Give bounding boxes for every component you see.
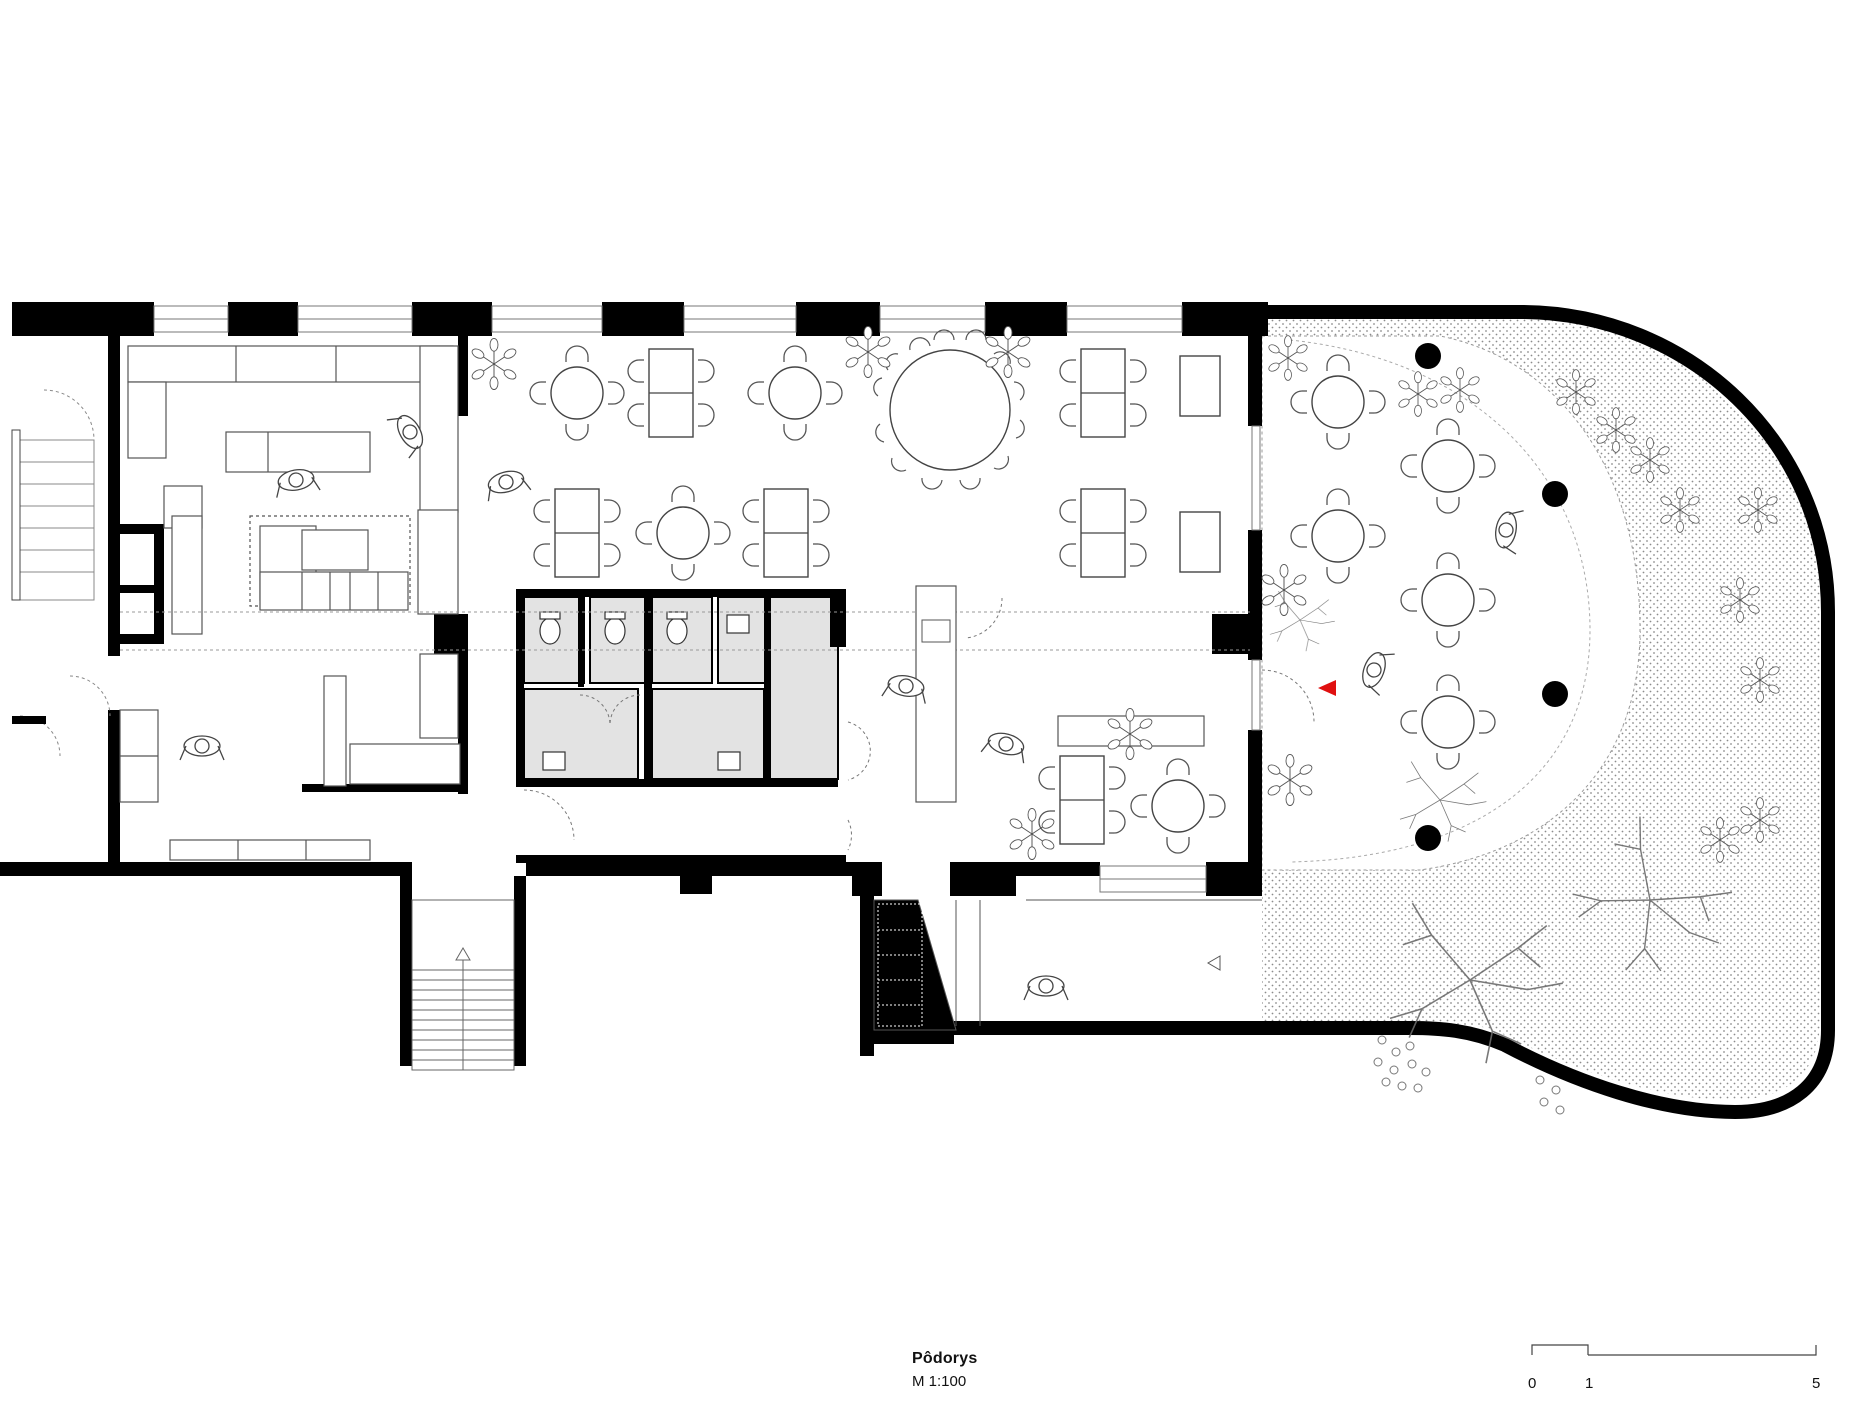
drawing-title: Pôdorys [912, 1350, 978, 1367]
terrace-curved-wall [950, 305, 1835, 1120]
ground-dots [1373, 1035, 1565, 1115]
scale-label-5: 5 [1812, 1375, 1821, 1392]
entrance-marker [1318, 680, 1336, 696]
terrace-columns [1415, 343, 1568, 851]
scale-label-0: 0 [1528, 1375, 1537, 1392]
drawing-caption: Pôdorys M 1:100 [912, 1350, 977, 1390]
cafe-tables [530, 329, 1495, 853]
scale-bar [1531, 1344, 1817, 1356]
building-walls [0, 302, 1268, 1066]
drawing-scale: M 1:100 [912, 1373, 967, 1390]
scale-label-1: 1 [1585, 1375, 1594, 1392]
